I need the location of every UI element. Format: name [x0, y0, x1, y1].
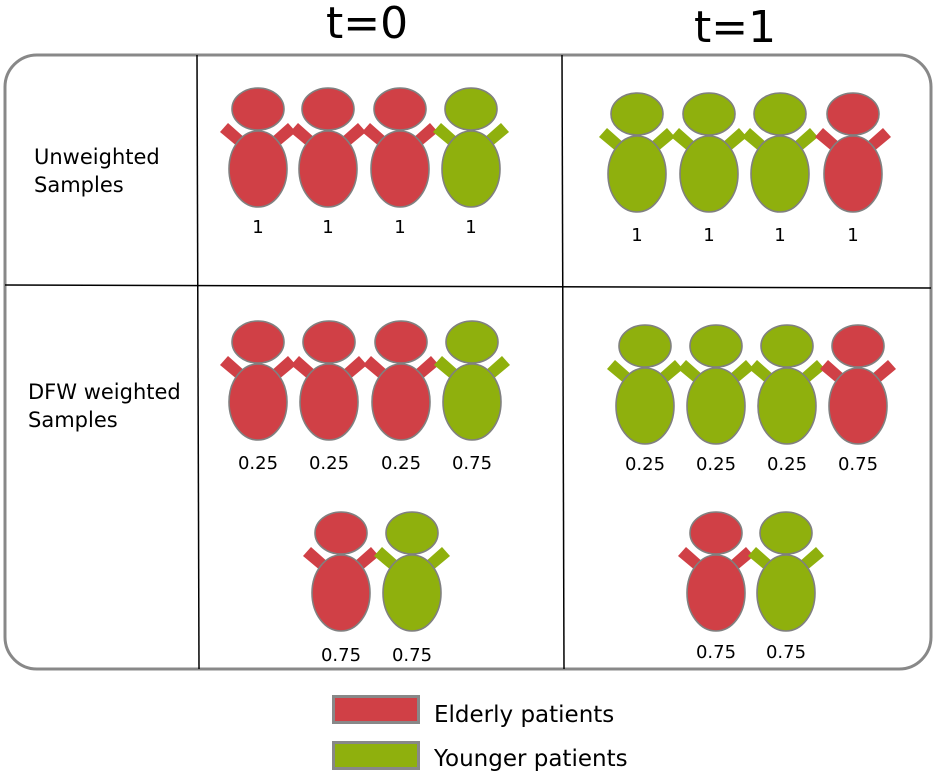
younger-patient-figure [433, 87, 509, 208]
column-header-t1: t=1 [694, 2, 777, 53]
weight-label: 1 [394, 217, 406, 238]
body [228, 130, 288, 208]
head [374, 320, 428, 364]
weight-label: 0.75 [695, 642, 737, 663]
legend-label-younger: Younger patients [434, 746, 628, 772]
weight-label: 0.75 [451, 453, 493, 474]
weight-label: 1 [847, 225, 859, 246]
column-header-t0: t=0 [326, 0, 409, 49]
body [299, 363, 359, 441]
body [756, 554, 816, 632]
weight-label: 0.75 [837, 454, 879, 475]
head [444, 87, 498, 131]
elderly-patient-figure [290, 87, 366, 208]
weight-label: 1 [631, 225, 643, 246]
elderly-patient-figure [220, 320, 296, 441]
head [689, 324, 743, 368]
younger-patient-figure [748, 511, 824, 632]
head [760, 324, 814, 368]
body [370, 130, 430, 208]
row-label-unweighted-text: Unweighted Samples [34, 145, 160, 197]
body [679, 135, 739, 213]
vertical-divider-1 [196, 54, 200, 670]
weight-label: 0.25 [380, 453, 422, 474]
weight-label: 0.75 [391, 645, 433, 666]
elderly-patient-figure [303, 511, 379, 632]
row-label-weighted: DFW weighted Samples [28, 378, 198, 434]
weight-label: 1 [252, 217, 264, 238]
body [615, 367, 675, 445]
body [371, 363, 431, 441]
legend-swatch-younger [332, 741, 420, 770]
body [441, 130, 501, 208]
elderly-patient-figure [815, 92, 891, 213]
head [373, 87, 427, 131]
legend: Elderly patients Younger patients [330, 693, 650, 773]
body [442, 363, 502, 441]
younger-patient-figure [434, 320, 510, 441]
weight-label: 1 [703, 225, 715, 246]
elderly-patient-figure [362, 87, 438, 208]
vertical-divider-2 [561, 54, 565, 670]
head [302, 320, 356, 364]
younger-patient-figure [749, 324, 825, 445]
weight-label: 0.75 [320, 645, 362, 666]
legend-swatch-elderly [332, 695, 420, 724]
head [689, 511, 743, 555]
weight-label: 1 [465, 217, 477, 238]
younger-patient-figure [671, 92, 747, 213]
row-label-unweighted: Unweighted Samples [34, 143, 204, 199]
outer-frame [3, 53, 933, 671]
head [301, 87, 355, 131]
body [607, 135, 667, 213]
weight-label: 0.75 [765, 642, 807, 663]
body [823, 135, 883, 213]
elderly-patient-figure [363, 320, 439, 441]
younger-patient-figure [374, 511, 450, 632]
body [686, 367, 746, 445]
weight-label: 0.25 [237, 453, 279, 474]
body [382, 554, 442, 632]
body [828, 367, 888, 445]
weight-label: 0.25 [624, 454, 666, 475]
head [753, 92, 807, 136]
elderly-patient-figure [291, 320, 367, 441]
younger-patient-figure [742, 92, 818, 213]
head [231, 320, 285, 364]
younger-patient-figure [607, 324, 683, 445]
legend-label-elderly: Elderly patients [434, 702, 615, 728]
weight-label: 0.25 [766, 454, 808, 475]
weight-label: 0.25 [308, 453, 350, 474]
younger-patient-figure [599, 92, 675, 213]
head [385, 511, 439, 555]
elderly-patient-figure [820, 324, 896, 445]
body [228, 363, 288, 441]
body [686, 554, 746, 632]
elderly-patient-figure [678, 511, 754, 632]
row-label-weighted-text: DFW weighted Samples [28, 380, 181, 432]
body [750, 135, 810, 213]
horizontal-divider [4, 284, 932, 289]
body [298, 130, 358, 208]
weight-label: 0.25 [695, 454, 737, 475]
body [757, 367, 817, 445]
head [682, 92, 736, 136]
head [831, 324, 885, 368]
younger-patient-figure [678, 324, 754, 445]
elderly-patient-figure [220, 87, 296, 208]
weight-label: 1 [322, 217, 334, 238]
body [311, 554, 371, 632]
head [610, 92, 664, 136]
head [445, 320, 499, 364]
head [759, 511, 813, 555]
head [618, 324, 672, 368]
head [231, 87, 285, 131]
weight-label: 1 [774, 225, 786, 246]
head [314, 511, 368, 555]
head [826, 92, 880, 136]
